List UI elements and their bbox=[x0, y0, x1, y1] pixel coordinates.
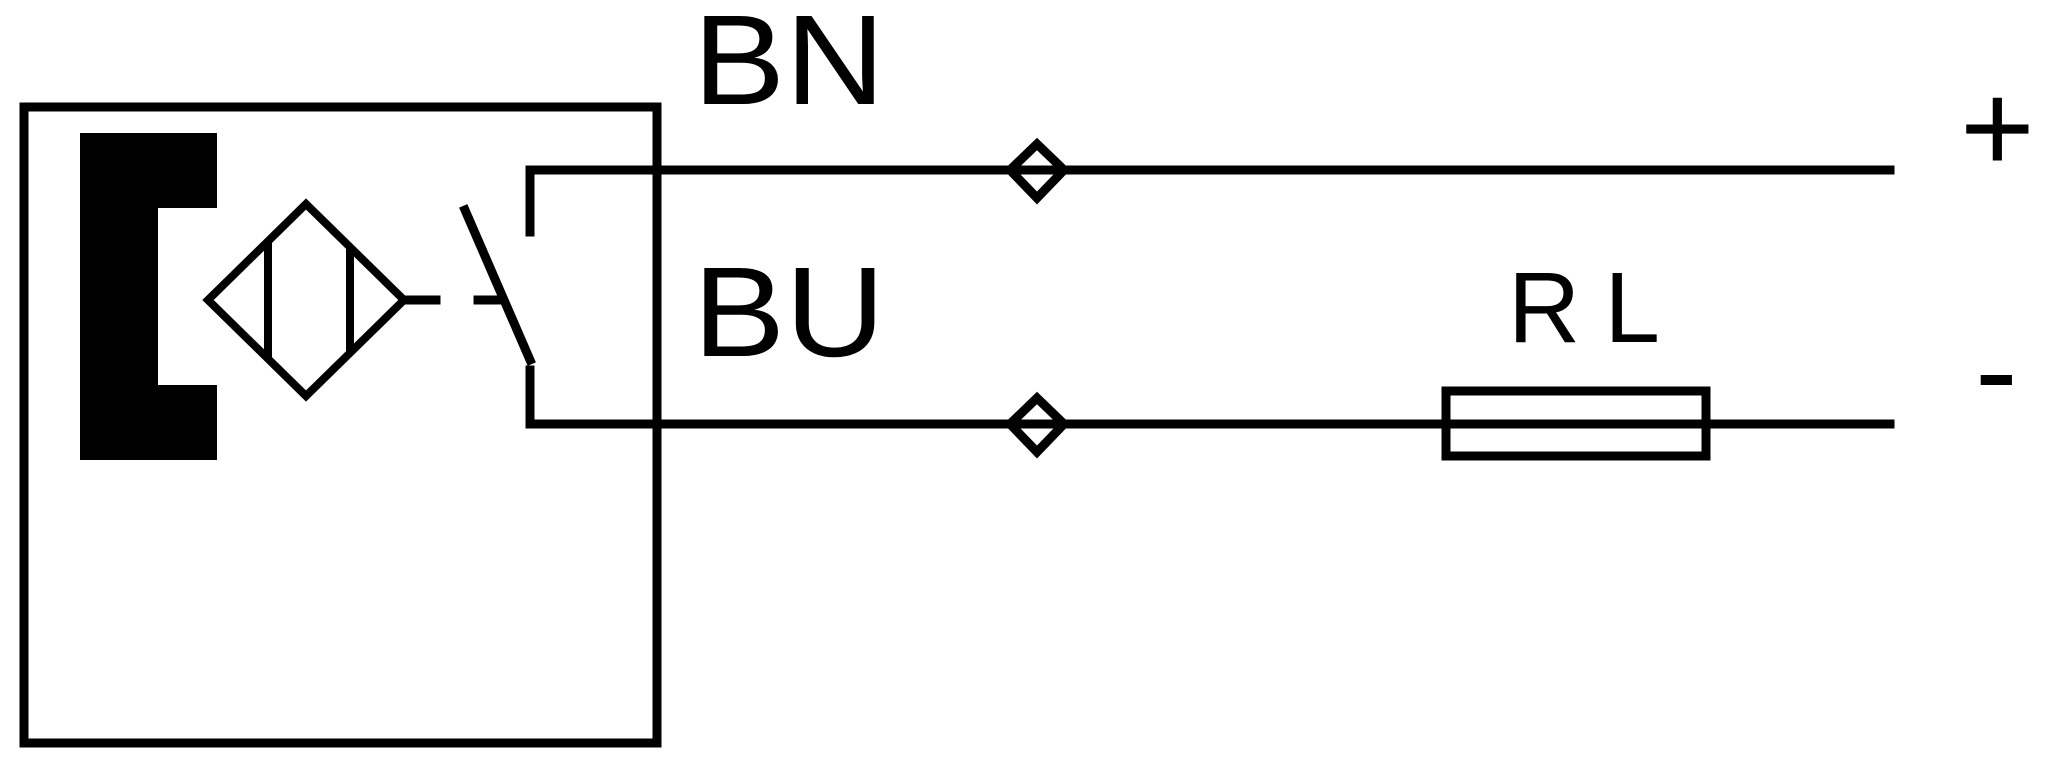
inductive-sensor-symbol bbox=[202, 198, 410, 402]
sensing-face-bracket bbox=[80, 133, 217, 460]
supply-negative-label: - bbox=[1975, 299, 2018, 442]
supply-positive-label: + bbox=[1960, 57, 2035, 200]
terminal-bn bbox=[1003, 137, 1071, 205]
wire-code-bn: BN bbox=[693, 0, 885, 132]
load-resistor bbox=[1441, 386, 1711, 461]
switch-contact bbox=[459, 165, 1895, 429]
wire-code-bu: BU bbox=[693, 241, 885, 384]
terminal-bu bbox=[1003, 391, 1071, 459]
load-label: RL bbox=[1508, 252, 1660, 364]
